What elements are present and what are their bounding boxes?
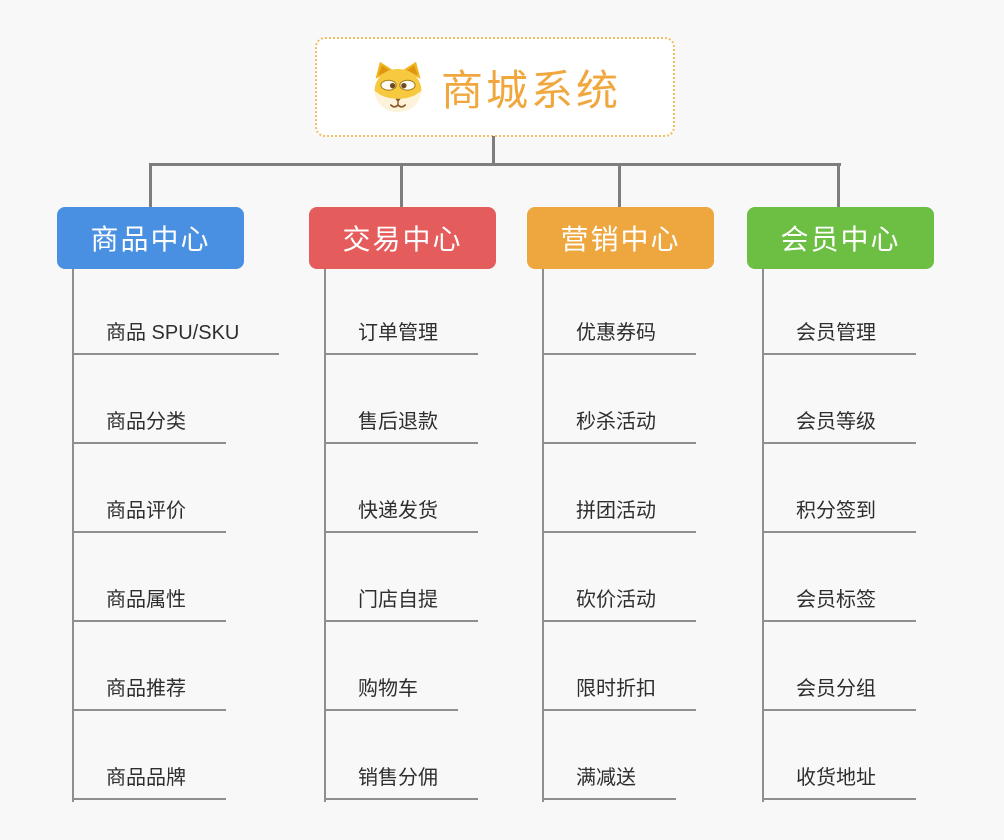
branch-spine-marketing: [542, 269, 544, 802]
mindmap-item[interactable]: 会员分组: [762, 622, 916, 711]
mindmap-item[interactable]: 购物车: [324, 622, 458, 711]
branch-header-products[interactable]: 商品中心: [57, 207, 244, 269]
mindmap-item[interactable]: 拼团活动: [542, 444, 696, 533]
branch-spine-trade: [324, 269, 326, 802]
mindmap-item[interactable]: 订单管理: [324, 266, 478, 355]
mindmap-item[interactable]: 会员管理: [762, 266, 916, 355]
mindmap-item[interactable]: 商品属性: [72, 533, 226, 622]
mindmap-item[interactable]: 售后退款: [324, 355, 478, 444]
connector-drop-marketing: [618, 163, 621, 207]
branch-items-trade: 订单管理 售后退款 快递发货 门店自提 购物车 销售分佣: [324, 266, 564, 800]
connector-drop-members: [837, 163, 840, 207]
root-title: 商城系统: [440, 66, 621, 114]
connector-root-drop: [492, 136, 495, 165]
mindmap-item[interactable]: 商品分类: [72, 355, 226, 444]
branch-header-members[interactable]: 会员中心: [747, 207, 934, 269]
connector-drop-products: [149, 163, 152, 207]
branch-header-marketing[interactable]: 营销中心: [527, 207, 714, 269]
mindmap-item[interactable]: 限时折扣: [542, 622, 696, 711]
mindmap-item[interactable]: 秒杀活动: [542, 355, 696, 444]
mindmap-item[interactable]: 销售分佣: [324, 711, 478, 800]
mindmap-item[interactable]: 会员等级: [762, 355, 916, 444]
branch-items-marketing: 优惠券码 秒杀活动 拼团活动 砍价活动 限时折扣 满减送: [542, 266, 782, 800]
mindmap-item[interactable]: 满减送: [542, 711, 676, 800]
branch-spine-products: [72, 269, 74, 802]
mindmap-item[interactable]: 门店自提: [324, 533, 478, 622]
mindmap-item[interactable]: 商品评价: [72, 444, 226, 533]
mindmap-item[interactable]: 快递发货: [324, 444, 478, 533]
branch-header-trade[interactable]: 交易中心: [309, 207, 496, 269]
branch-items-products: 商品 SPU/SKU 商品分类 商品评价 商品属性 商品推荐 商品品牌: [72, 266, 312, 800]
mindmap-item[interactable]: 收货地址: [762, 711, 916, 800]
mindmap-item[interactable]: 优惠券码: [542, 266, 696, 355]
mindmap-item[interactable]: 商品推荐: [72, 622, 226, 711]
mindmap-item[interactable]: 商品品牌: [72, 711, 226, 800]
mindmap-item[interactable]: 砍价活动: [542, 533, 696, 622]
mindmap-item[interactable]: 积分签到: [762, 444, 916, 533]
mindmap-item[interactable]: 商品 SPU/SKU: [72, 266, 280, 355]
branch-spine-members: [762, 269, 764, 802]
connector-drop-trade: [400, 163, 403, 207]
root-node[interactable]: 商城系统: [315, 37, 675, 137]
branch-items-members: 会员管理 会员等级 积分签到 会员标签 会员分组 收货地址: [762, 266, 1002, 800]
mindmap-item[interactable]: 会员标签: [762, 533, 916, 622]
connector-bus: [149, 163, 841, 166]
dog-face-icon: [374, 61, 422, 113]
